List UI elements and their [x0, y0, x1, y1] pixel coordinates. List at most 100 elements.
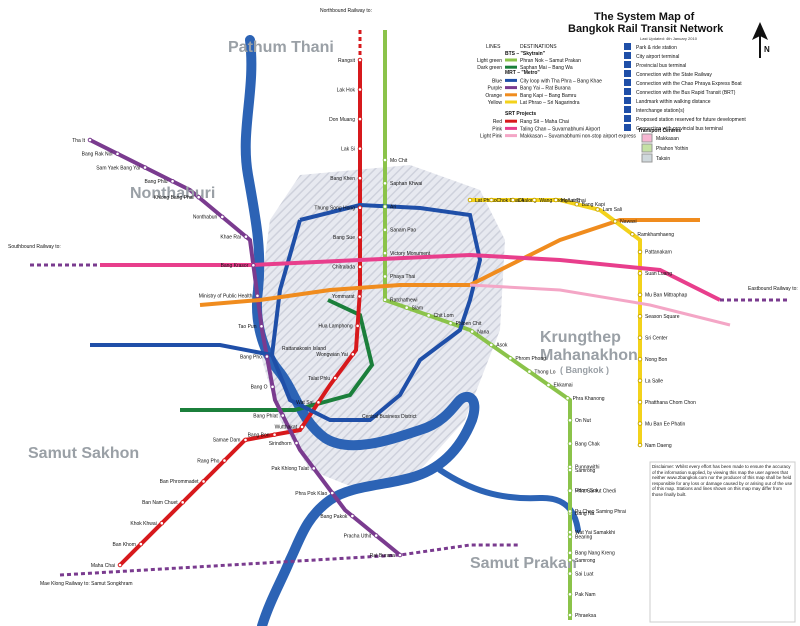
- station-marker[interactable]: [488, 342, 494, 348]
- station-marker[interactable]: [355, 323, 360, 329]
- station-marker[interactable]: [373, 533, 379, 538]
- station-marker[interactable]: [382, 250, 388, 256]
- station-marker[interactable]: [637, 356, 643, 362]
- station-marker[interactable]: [350, 351, 356, 357]
- station-marker[interactable]: [357, 116, 363, 122]
- station-marker[interactable]: [357, 294, 362, 299]
- legend-dest-header: DESTINATIONS: [520, 44, 557, 50]
- station-marker[interactable]: [637, 399, 643, 405]
- station-marker[interactable]: [510, 197, 516, 203]
- station-marker[interactable]: [255, 293, 260, 299]
- station-marker[interactable]: [251, 262, 256, 268]
- station-marker[interactable]: [567, 550, 573, 556]
- station-marker[interactable]: [264, 354, 270, 359]
- station-marker[interactable]: [508, 355, 513, 361]
- station-marker[interactable]: [637, 421, 643, 426]
- station-marker[interactable]: [567, 557, 573, 563]
- station-marker[interactable]: [630, 231, 635, 237]
- station-marker[interactable]: [382, 227, 388, 233]
- station-marker[interactable]: [222, 458, 227, 463]
- station-marker[interactable]: [637, 442, 643, 448]
- station-marker[interactable]: [299, 424, 305, 430]
- station-marker[interactable]: [357, 146, 363, 151]
- station-marker[interactable]: [357, 57, 363, 63]
- station-marker[interactable]: [357, 205, 363, 211]
- station-marker[interactable]: [382, 204, 388, 209]
- station-marker[interactable]: [159, 520, 165, 526]
- station-marker[interactable]: [357, 87, 363, 92]
- station-marker[interactable]: [350, 513, 355, 519]
- station-label: Bang Krasor: [221, 263, 249, 269]
- station-marker[interactable]: [357, 175, 363, 181]
- station-marker[interactable]: [170, 178, 175, 184]
- legend-line-dest: Taling Chan – Suvarnabhumi Airport: [520, 126, 601, 132]
- station-marker[interactable]: [546, 382, 551, 388]
- station-marker[interactable]: [467, 197, 473, 203]
- station-marker[interactable]: [637, 249, 643, 255]
- station-marker[interactable]: [259, 323, 264, 329]
- station-marker[interactable]: [448, 320, 453, 326]
- station-marker[interactable]: [180, 500, 185, 505]
- station-label: Nam Daeng: [645, 443, 672, 449]
- station-marker[interactable]: [270, 384, 275, 390]
- station-marker[interactable]: [138, 541, 144, 547]
- station-marker[interactable]: [574, 201, 580, 207]
- station-marker[interactable]: [243, 234, 249, 239]
- station-marker[interactable]: [567, 591, 573, 597]
- station-marker[interactable]: [201, 479, 206, 484]
- station-marker[interactable]: [404, 305, 409, 310]
- station-marker[interactable]: [637, 292, 643, 298]
- station-marker[interactable]: [220, 214, 225, 220]
- station-marker[interactable]: [567, 441, 573, 446]
- station-marker[interactable]: [612, 219, 618, 224]
- station-marker[interactable]: [280, 413, 286, 418]
- station-marker[interactable]: [553, 197, 559, 203]
- station-marker[interactable]: [196, 194, 201, 200]
- station-marker[interactable]: [332, 375, 338, 381]
- station-marker[interactable]: [567, 534, 573, 540]
- station-label: La Salle: [645, 378, 663, 384]
- station-marker[interactable]: [595, 207, 600, 212]
- station-marker[interactable]: [382, 297, 388, 302]
- station-marker[interactable]: [117, 562, 123, 568]
- station-marker[interactable]: [311, 466, 317, 471]
- station-marker[interactable]: [272, 432, 277, 437]
- station-marker[interactable]: [532, 197, 537, 203]
- station-marker[interactable]: [567, 467, 573, 473]
- station-label: Phrom Phong: [515, 356, 546, 362]
- station-label: Wat Sai: [296, 400, 313, 406]
- station-marker[interactable]: [527, 369, 532, 374]
- station-marker[interactable]: [329, 490, 335, 496]
- station-marker[interactable]: [637, 313, 643, 319]
- station-marker[interactable]: [316, 400, 321, 405]
- station-marker[interactable]: [469, 329, 475, 334]
- station-marker[interactable]: [567, 612, 573, 618]
- station-marker[interactable]: [382, 274, 388, 279]
- station-marker[interactable]: [142, 165, 148, 170]
- station-marker[interactable]: [357, 264, 363, 270]
- station-marker[interactable]: [382, 157, 388, 163]
- station-marker[interactable]: [294, 440, 299, 446]
- station-marker[interactable]: [426, 313, 431, 318]
- station-label: Bang Na: [575, 511, 595, 517]
- station-marker[interactable]: [567, 418, 573, 423]
- station-label: Samae Dam: [213, 438, 241, 444]
- station-marker[interactable]: [87, 137, 93, 143]
- station-marker[interactable]: [637, 378, 643, 383]
- station-marker[interactable]: [567, 571, 573, 576]
- station-label: Wat Yai Samakkhi: [575, 530, 615, 536]
- station-marker[interactable]: [489, 197, 494, 203]
- station-marker[interactable]: [397, 552, 403, 558]
- station-marker[interactable]: [357, 234, 363, 240]
- station-marker[interactable]: [567, 488, 573, 494]
- legend-line-name: Purple: [488, 86, 503, 92]
- station-marker[interactable]: [567, 529, 573, 535]
- station-marker[interactable]: [243, 437, 248, 443]
- station-marker[interactable]: [382, 180, 388, 186]
- station-marker[interactable]: [637, 335, 643, 341]
- station-marker[interactable]: [565, 395, 570, 401]
- station-marker[interactable]: [637, 271, 643, 276]
- station-marker[interactable]: [115, 151, 120, 157]
- station-marker[interactable]: [567, 509, 573, 514]
